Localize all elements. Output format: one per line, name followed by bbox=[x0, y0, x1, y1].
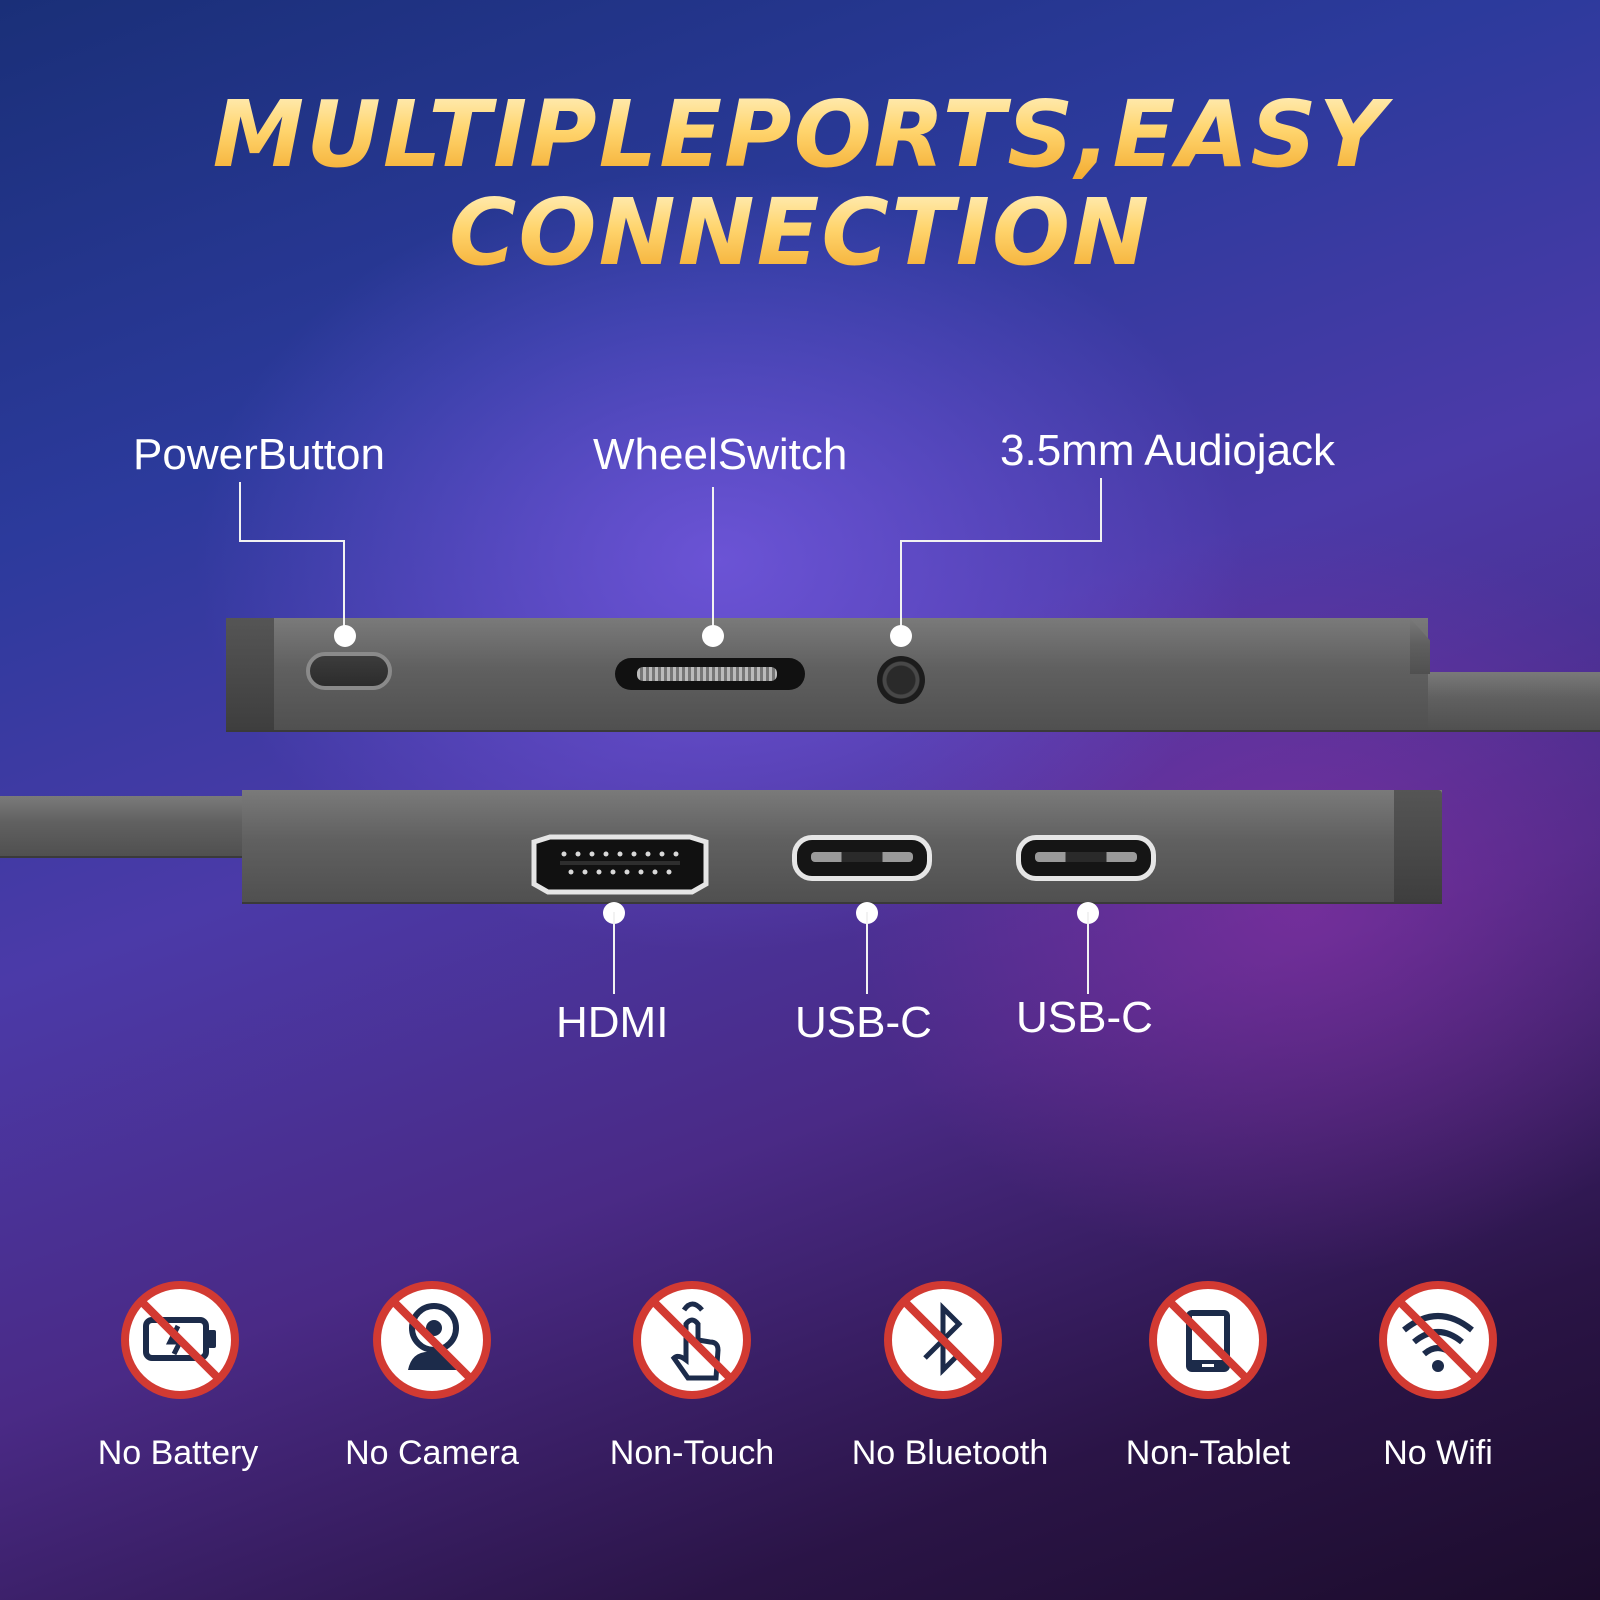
leader-line bbox=[900, 540, 1102, 542]
headline-line-2: CONNECTION bbox=[0, 183, 1600, 283]
leader-line bbox=[343, 540, 345, 636]
no-touch-icon bbox=[632, 1280, 752, 1400]
callout-dot bbox=[890, 625, 912, 647]
callout-audio-jack: 3.5mm Audiojack bbox=[1000, 426, 1336, 475]
no-bluetooth-icon bbox=[883, 1280, 1003, 1400]
callout-dot bbox=[334, 625, 356, 647]
callout-usb-c-1: USB-C bbox=[795, 998, 932, 1047]
audio-jack bbox=[877, 656, 925, 704]
usb-c-port-1 bbox=[792, 835, 932, 881]
leader-line bbox=[1100, 478, 1102, 542]
power-button bbox=[306, 652, 392, 690]
leader-line bbox=[239, 540, 345, 542]
feature-label-no-wifi: No Wifi bbox=[1383, 1434, 1493, 1472]
leader-line bbox=[613, 912, 615, 994]
no-camera-icon bbox=[372, 1280, 492, 1400]
leader-line bbox=[1087, 912, 1089, 994]
callout-dot bbox=[702, 625, 724, 647]
no-battery-icon bbox=[120, 1280, 240, 1400]
feature-label-non-touch: Non-Touch bbox=[609, 1434, 775, 1472]
hdmi-port bbox=[531, 834, 709, 895]
callout-hdmi: HDMI bbox=[556, 998, 669, 1047]
headline-line-1: MULTIPLEPORTS,EASY bbox=[0, 85, 1600, 185]
callout-power-button: PowerButton bbox=[133, 430, 385, 479]
leader-line bbox=[712, 487, 714, 635]
leader-line bbox=[900, 540, 902, 636]
feature-label-no-battery: No Battery bbox=[97, 1434, 259, 1472]
callout-wheel-switch: WheelSwitch bbox=[593, 430, 848, 479]
callout-usb-c-2: USB-C bbox=[1016, 993, 1153, 1042]
feature-label-no-camera: No Camera bbox=[345, 1434, 519, 1472]
wheel-switch bbox=[615, 658, 805, 690]
leader-line bbox=[866, 912, 868, 994]
feature-label-non-tablet: Non-Tablet bbox=[1125, 1434, 1291, 1472]
usb-c-port-2 bbox=[1016, 835, 1156, 881]
no-tablet-icon bbox=[1148, 1280, 1268, 1400]
no-wifi-icon bbox=[1378, 1280, 1498, 1400]
feature-label-no-bluetooth: No Bluetooth bbox=[851, 1434, 1049, 1472]
leader-line bbox=[239, 482, 241, 542]
